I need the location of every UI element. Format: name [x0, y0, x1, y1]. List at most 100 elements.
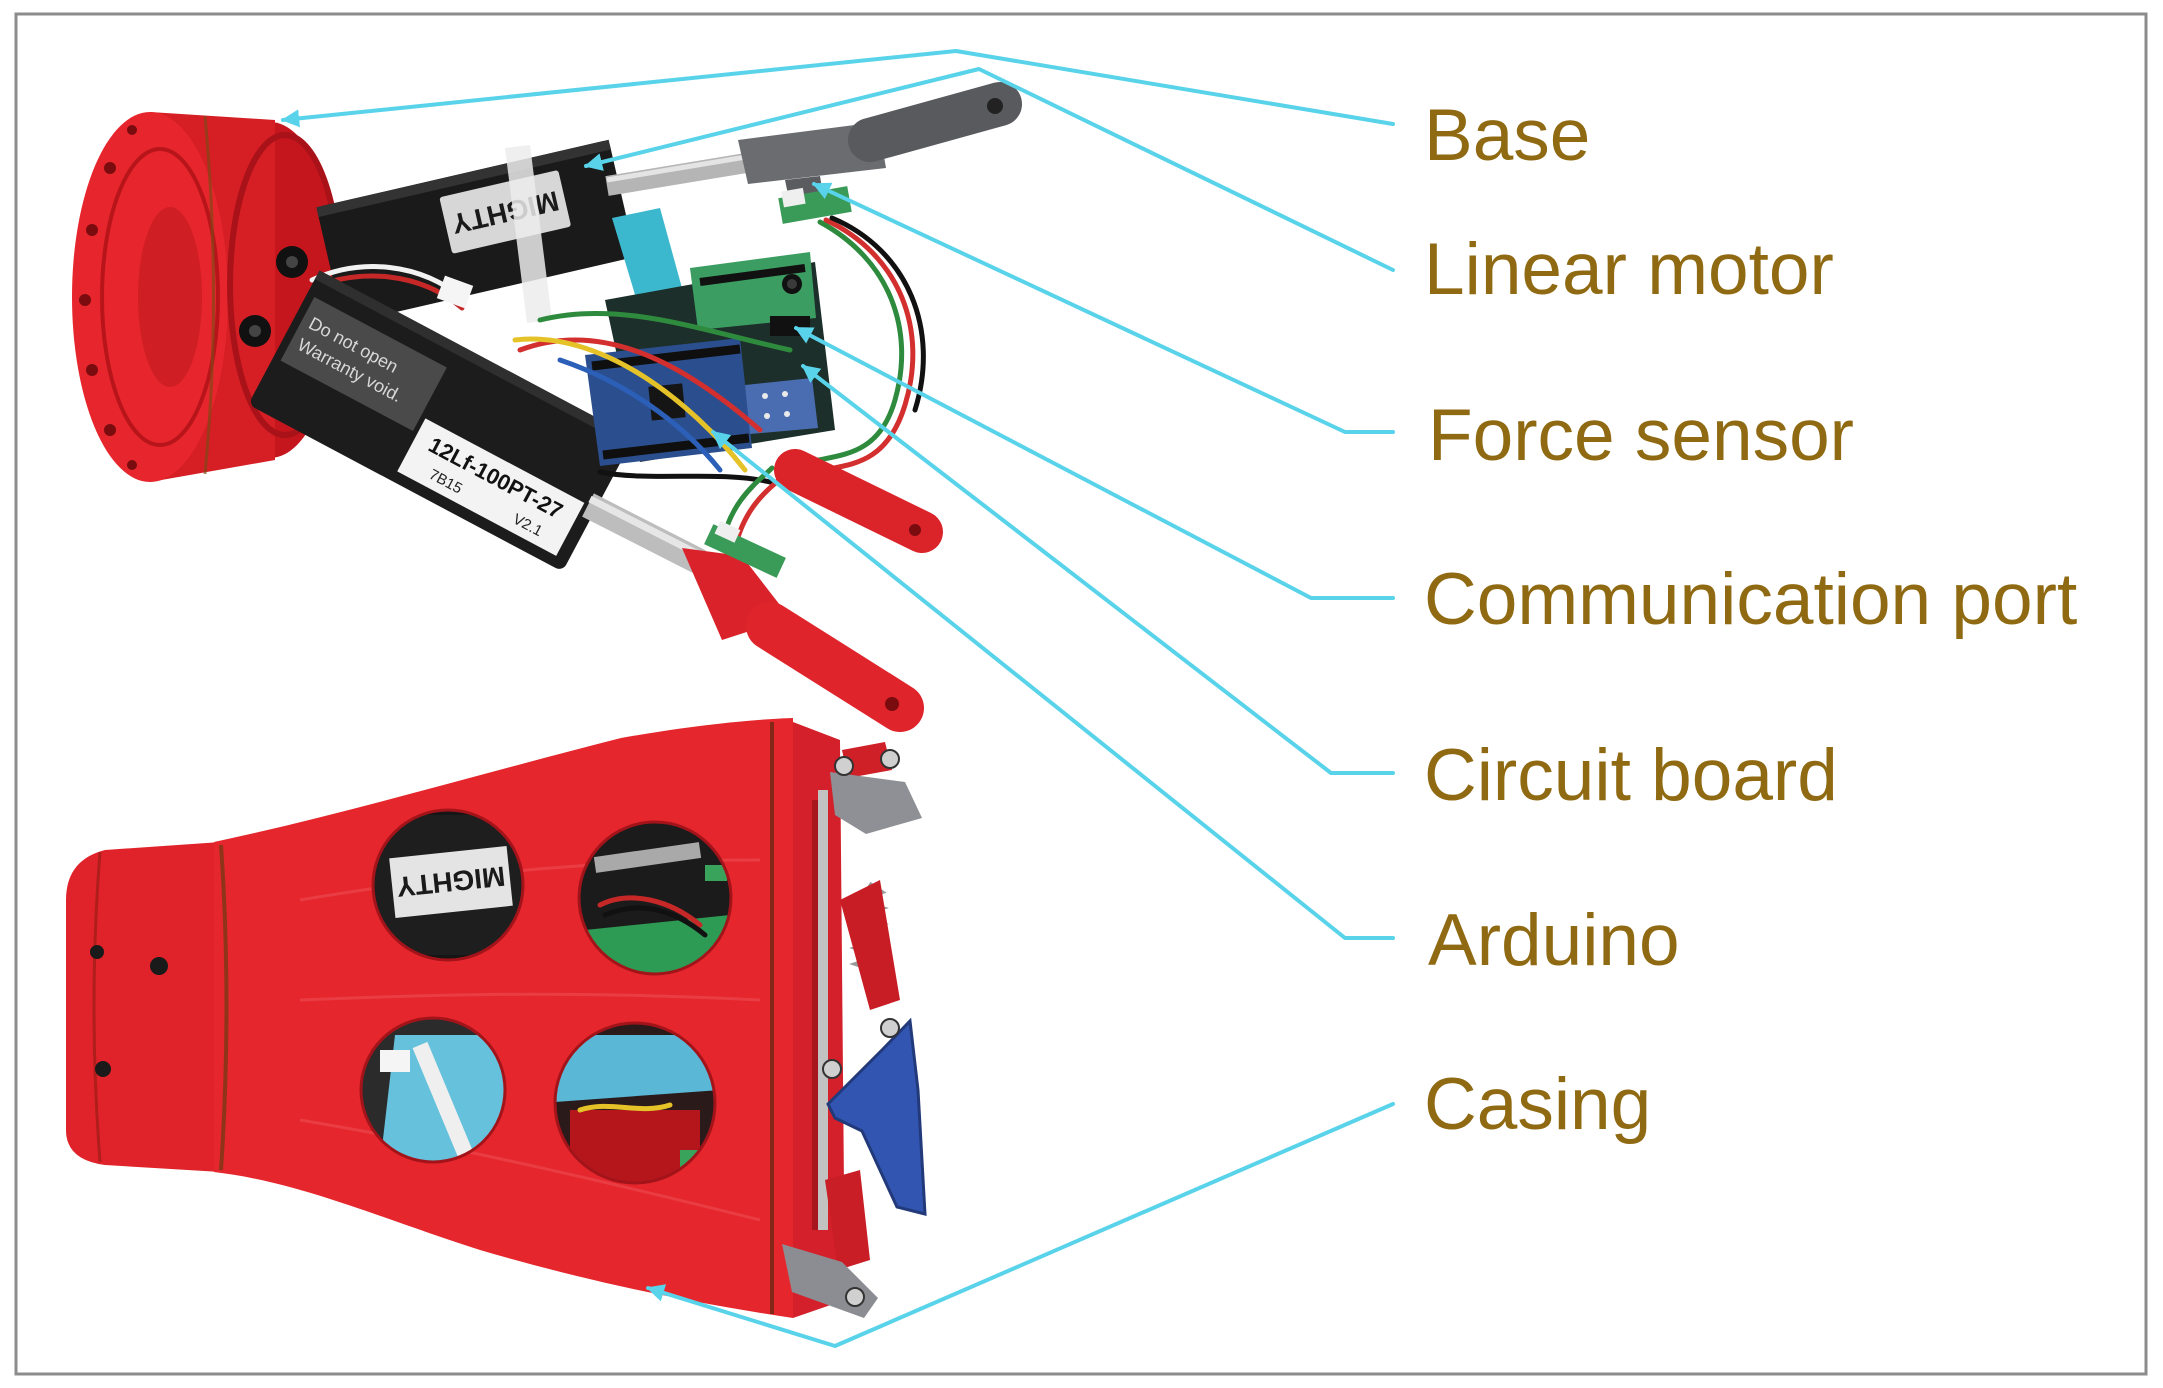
- mount-screw-center: [286, 256, 298, 268]
- teal-part-visible: [555, 1035, 715, 1102]
- motor-edge-highlight: [314, 270, 634, 447]
- wires-visible: [597, 895, 703, 928]
- sensor-wire-green: [787, 219, 905, 473]
- sensor-wire-black: [829, 215, 926, 413]
- top-motor-rod-highlight: [606, 153, 753, 183]
- label-base: Base: [1424, 95, 1590, 176]
- label-force-sensor: Force sensor: [1428, 395, 1854, 476]
- wire-green: [537, 310, 793, 353]
- leader-line-base: [281, 49, 1395, 128]
- guide-rod: [818, 790, 828, 1230]
- casing-window-4: [553, 1021, 717, 1185]
- red-link-lower: [825, 1170, 870, 1270]
- lower-motor-rod-highlight: [588, 495, 702, 559]
- device-internal-assembly-photo: MIGHTY Do not open: [72, 82, 1022, 732]
- leader-line-force-sensor: [812, 182, 1395, 434]
- reset-button-center: [787, 279, 797, 289]
- protoboard-pin: [782, 391, 788, 397]
- window-rim: [553, 1021, 717, 1185]
- label-linear-motor: Linear motor: [1424, 229, 1834, 310]
- force-sensor-lower: [704, 520, 786, 578]
- leader-line-casing: [646, 1102, 1395, 1348]
- casing-left-band-edge: [92, 851, 102, 1163]
- casing-screw: [95, 1061, 111, 1077]
- motor-brand-label: [389, 845, 513, 919]
- gripper-mechanism: [782, 722, 927, 1318]
- blue-clip: [826, 1017, 927, 1216]
- window-rim: [577, 820, 733, 976]
- mechanism-screw: [822, 1059, 842, 1079]
- wire-blue: [557, 357, 723, 473]
- wires-visible: [602, 905, 708, 938]
- warranty-label: [280, 297, 447, 432]
- motor-edge-highlight: [316, 139, 611, 218]
- cable-tie-visible: [412, 1041, 478, 1162]
- part-labels: Base Linear motor Force sensor Communica…: [1424, 95, 2077, 1145]
- protoboard: [745, 378, 818, 434]
- label-circuit-board: Circuit board: [1424, 735, 1838, 816]
- base-hole: [127, 125, 137, 135]
- red-link-top: [842, 742, 892, 778]
- casing-screw: [150, 957, 168, 975]
- mechanism-screw: [880, 1018, 900, 1038]
- casing-screw: [90, 945, 104, 959]
- window-rim: [371, 808, 525, 962]
- red-finger-upper: [774, 449, 943, 553]
- force-sensor-top: [778, 186, 852, 224]
- wires-visible: [577, 1102, 673, 1113]
- actuator-end-rod: [848, 82, 1022, 162]
- red-finger-lower-hole: [885, 697, 899, 711]
- cable-tie: [505, 145, 552, 323]
- leader-line-circuit-board: [801, 364, 1395, 775]
- force-sensor-connector: [781, 187, 806, 208]
- casing-texture-line: [299, 1118, 761, 1222]
- mechanism-screw: [880, 749, 900, 769]
- red-lever-arm: [840, 880, 900, 1010]
- gray-bracket-top: [830, 772, 922, 834]
- casing-window-1: MIGHTY: [371, 808, 525, 962]
- leader-line-communication-port: [794, 326, 1395, 600]
- base-hole: [127, 460, 137, 470]
- mechanism-screw: [845, 1287, 865, 1307]
- wire-black: [597, 469, 773, 485]
- leader-line-linear-motor: [584, 67, 1395, 272]
- window-contents: MIGHTY: [373, 815, 523, 955]
- green-connector-visible: [705, 865, 727, 881]
- red-finger-upper-hole: [909, 524, 921, 536]
- label-arduino: Arduino: [1428, 900, 1680, 981]
- mechanism-screw: [834, 756, 854, 776]
- actuator-end-hole: [987, 98, 1003, 114]
- base-hole: [104, 424, 116, 436]
- protoboard-pin: [762, 393, 768, 399]
- linear-motor-lower: Do not open Warranty void. 12Lf-100PT-27…: [250, 270, 634, 569]
- force-sensor-connector: [714, 520, 741, 543]
- casing-window-3: [359, 1016, 507, 1164]
- casing-texture-line: [299, 992, 761, 1002]
- leader-lines: [281, 49, 1395, 1348]
- base-seam: [203, 115, 215, 475]
- casing-left-seam: [219, 844, 229, 1171]
- connector-visible: [380, 1050, 410, 1072]
- protoboard-pin: [784, 411, 790, 417]
- base-center: [138, 207, 202, 387]
- base-hole: [104, 162, 116, 174]
- top-motor-rod: [605, 152, 754, 196]
- base-hole: [86, 364, 98, 376]
- shield-header: [699, 264, 806, 286]
- label-communication-port: Communication port: [1424, 559, 2077, 640]
- rod-visible: [593, 842, 702, 873]
- red-finger-lower: [746, 602, 924, 732]
- lower-motor-rod: [582, 493, 706, 574]
- base-inner-ring: [100, 147, 220, 447]
- mount-screw-center: [249, 325, 261, 337]
- model-label: [397, 418, 585, 556]
- base-hole: [79, 294, 91, 306]
- casing-left-band: [66, 842, 221, 1172]
- device-casing-photo: MIGHTY: [66, 718, 927, 1318]
- leader-line-arduino: [711, 430, 1395, 940]
- teal-spacer: [612, 208, 682, 298]
- servo-connector: [436, 275, 474, 309]
- window-rim: [359, 1016, 507, 1164]
- protoboard-pin: [764, 413, 770, 419]
